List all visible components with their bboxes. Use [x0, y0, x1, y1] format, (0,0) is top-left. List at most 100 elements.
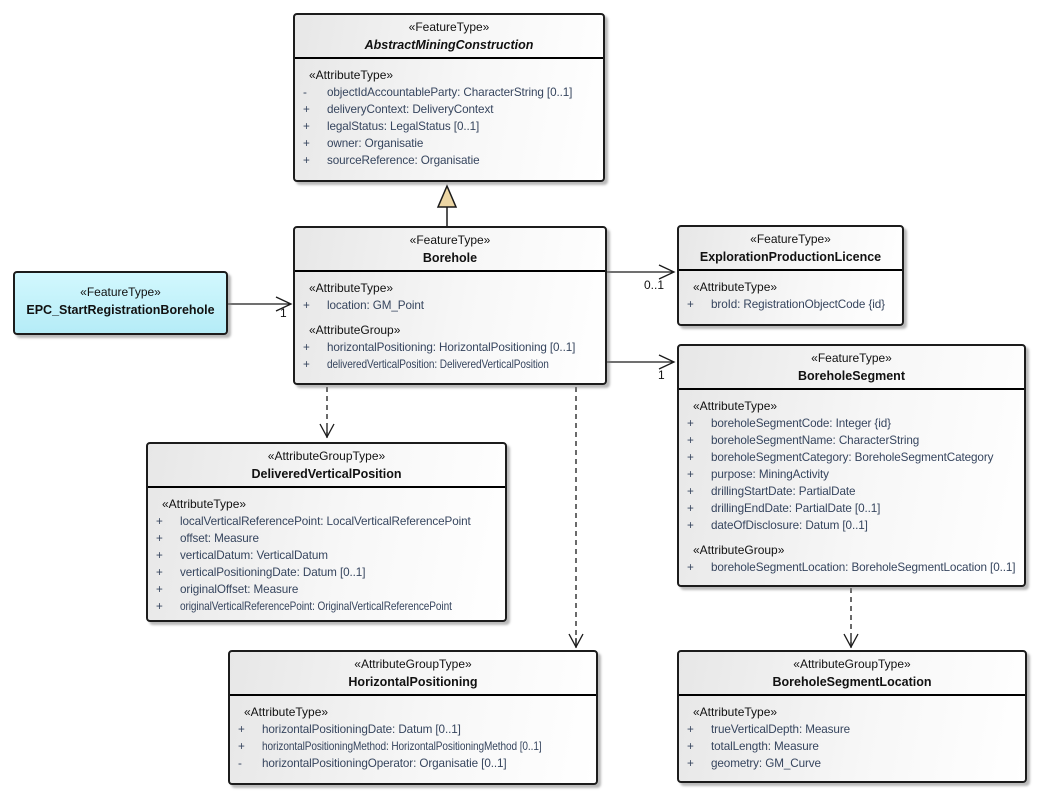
- visibility-marker: +: [303, 103, 310, 116]
- attribute-text: location: GM_Point: [327, 299, 424, 312]
- class-attributes: «AttributeType» + trueVerticalDepth: Mea…: [679, 696, 1025, 778]
- visibility-marker: +: [303, 120, 310, 133]
- attribute-row: + boreholeSegmentName: CharacterString: [685, 432, 1020, 449]
- class-box-abstractminingconstruction[interactable]: «FeatureType» AbstractMiningConstruction…: [293, 13, 605, 182]
- attribute-row: + location: GM_Point: [301, 297, 601, 314]
- attribute-text: trueVerticalDepth: Measure: [711, 723, 851, 736]
- attribute-row: + boreholeSegmentLocation: BoreholeSegme…: [685, 559, 1020, 576]
- attribute-row: + purpose: MiningActivity: [685, 466, 1020, 483]
- dependency-arrow-segment-to-segmentlocation: [843, 588, 859, 649]
- class-name: BoreholeSegment: [798, 369, 905, 383]
- attribute-type-label: «AttributeType»: [309, 281, 394, 295]
- attribute-text: horizontalPositioningOperator: Organisat…: [262, 757, 507, 770]
- visibility-marker: +: [156, 583, 163, 596]
- attribute-row: + dateOfDisclosure: Datum [0..1]: [685, 517, 1020, 534]
- visibility-marker: +: [687, 434, 694, 447]
- attribute-row: + broId: RegistrationObjectCode {id}: [685, 296, 898, 313]
- attribute-row: - horizontalPositioningOperator: Organis…: [236, 755, 592, 772]
- class-header: «FeatureType» ExplorationProductionLicen…: [679, 227, 902, 271]
- visibility-marker: +: [156, 600, 163, 613]
- attribute-row: + trueVerticalDepth: Measure: [685, 721, 1021, 738]
- class-header: «FeatureType» EPC_StartRegistrationBoreh…: [15, 273, 226, 322]
- attribute-row: + totalLength: Measure: [685, 738, 1021, 755]
- stereotype-label: «AttributeGroupType»: [793, 657, 911, 671]
- attribute-row: + boreholeSegmentCode: Integer {id}: [685, 415, 1020, 432]
- dependency-arrow-borehole-to-horizontalpositioning: [568, 387, 584, 649]
- class-box-deliveredverticalposition[interactable]: «AttributeGroupType» DeliveredVerticalPo…: [146, 442, 507, 622]
- dependency-arrow-borehole-to-deliveredverticalposition: [319, 387, 335, 439]
- visibility-marker: +: [156, 549, 163, 562]
- attribute-group-label: «AttributeGroup»: [693, 543, 785, 557]
- attribute-row: + owner: Organisatie: [301, 135, 599, 152]
- attribute-text: legalStatus: LegalStatus [0..1]: [327, 120, 480, 133]
- visibility-marker: +: [687, 740, 694, 753]
- visibility-marker: +: [687, 757, 694, 770]
- stereotype-label: «FeatureType»: [408, 20, 490, 34]
- multiplicity-label-licence: 0..1: [644, 278, 665, 292]
- attribute-row: + verticalDatum: VerticalDatum: [154, 547, 501, 564]
- attribute-text: totalLength: Measure: [711, 740, 819, 753]
- visibility-marker: -: [238, 757, 242, 770]
- attribute-row: + legalStatus: LegalStatus [0..1]: [301, 118, 599, 135]
- attribute-type-label: «AttributeType»: [693, 705, 778, 719]
- stereotype-label: «FeatureType»: [409, 233, 491, 247]
- class-box-boreholesegmentlocation[interactable]: «AttributeGroupType» BoreholeSegmentLoca…: [677, 650, 1027, 783]
- attribute-row: + originalVerticalReferencePoint: Origin…: [154, 598, 501, 615]
- class-box-epc-startregistrationborehole[interactable]: «FeatureType» EPC_StartRegistrationBoreh…: [13, 271, 228, 335]
- attribute-row: + deliveredVerticalPosition: DeliveredVe…: [301, 356, 601, 373]
- visibility-marker: +: [303, 299, 310, 312]
- stereotype-label: «FeatureType»: [80, 285, 161, 299]
- class-attributes: «AttributeType» - objectIdAccountablePar…: [295, 59, 603, 175]
- association-arrow-borehole-to-segment: [607, 354, 676, 370]
- attribute-row: + drillingEndDate: PartialDate [0..1]: [685, 500, 1020, 517]
- attribute-text: boreholeSegmentName: CharacterString: [711, 434, 920, 447]
- class-box-borehole[interactable]: «FeatureType» Borehole «AttributeType» +…: [293, 226, 607, 385]
- class-attributes: «AttributeType» + boreholeSegmentCode: I…: [679, 390, 1024, 582]
- visibility-marker: +: [687, 485, 694, 498]
- attribute-row: - objectIdAccountableParty: CharacterStr…: [301, 84, 599, 101]
- attribute-type-label: «AttributeType»: [693, 280, 778, 294]
- attribute-type-label: «AttributeType»: [162, 497, 247, 511]
- attribute-text: originalVerticalReferencePoint: Original…: [180, 600, 452, 613]
- class-attributes: «AttributeType» + location: GM_Point «At…: [295, 272, 605, 379]
- stereotype-label: «AttributeGroupType»: [267, 449, 386, 463]
- visibility-marker: +: [687, 298, 694, 311]
- class-attributes: «AttributeType» + horizontalPositioningD…: [230, 696, 596, 778]
- visibility-marker: +: [687, 519, 694, 532]
- attribute-type-label: «AttributeType»: [693, 399, 778, 413]
- class-box-horizontalpositioning[interactable]: «AttributeGroupType» HorizontalPositioni…: [228, 650, 598, 785]
- class-header: «AttributeGroupType» HorizontalPositioni…: [230, 652, 596, 696]
- class-name: BoreholeSegmentLocation: [772, 675, 932, 689]
- visibility-marker: +: [303, 154, 310, 167]
- stereotype-label: «FeatureType»: [750, 232, 831, 246]
- attribute-text: sourceReference: Organisatie: [327, 154, 480, 167]
- attribute-text: objectIdAccountableParty: CharacterStrin…: [327, 86, 573, 99]
- attribute-row: + geometry: GM_Curve: [685, 755, 1021, 772]
- visibility-marker: +: [687, 502, 694, 515]
- attribute-text: boreholeSegmentLocation: BoreholeSegment…: [711, 561, 1016, 574]
- attribute-row: + horizontalPositioning: HorizontalPosit…: [301, 339, 601, 356]
- class-box-explorationproductionlicence[interactable]: «FeatureType» ExplorationProductionLicen…: [677, 225, 904, 326]
- class-header: «AttributeGroupType» BoreholeSegmentLoca…: [679, 652, 1025, 696]
- attribute-text: deliveredVerticalPosition: DeliveredVert…: [327, 358, 549, 371]
- class-box-boreholesegment[interactable]: «FeatureType» BoreholeSegment «Attribute…: [677, 344, 1026, 587]
- attribute-text: verticalDatum: VerticalDatum: [180, 549, 328, 562]
- attribute-row: + drillingStartDate: PartialDate: [685, 483, 1020, 500]
- class-header: «FeatureType» Borehole: [295, 228, 605, 272]
- visibility-marker: +: [303, 341, 310, 354]
- visibility-marker: +: [303, 137, 310, 150]
- class-attributes: «AttributeType» + localVerticalReference…: [148, 488, 505, 621]
- visibility-marker: +: [687, 417, 694, 430]
- attribute-text: horizontalPositioning: HorizontalPositio…: [327, 341, 576, 354]
- attribute-type-label: «AttributeType»: [309, 68, 394, 82]
- attribute-row: + horizontalPositioningDate: Datum [0..1…: [236, 721, 592, 738]
- visibility-marker: +: [156, 532, 163, 545]
- attribute-row: + boreholeSegmentCategory: BoreholeSegme…: [685, 449, 1020, 466]
- attribute-text: boreholeSegmentCode: Integer {id}: [711, 417, 891, 430]
- class-header: «FeatureType» AbstractMiningConstruction: [295, 15, 603, 59]
- stereotype-label: «FeatureType»: [811, 351, 892, 365]
- class-name: AbstractMiningConstruction: [364, 38, 534, 52]
- attribute-text: offset: Measure: [180, 532, 259, 545]
- attribute-row: + horizontalPositioningMethod: Horizonta…: [236, 738, 592, 755]
